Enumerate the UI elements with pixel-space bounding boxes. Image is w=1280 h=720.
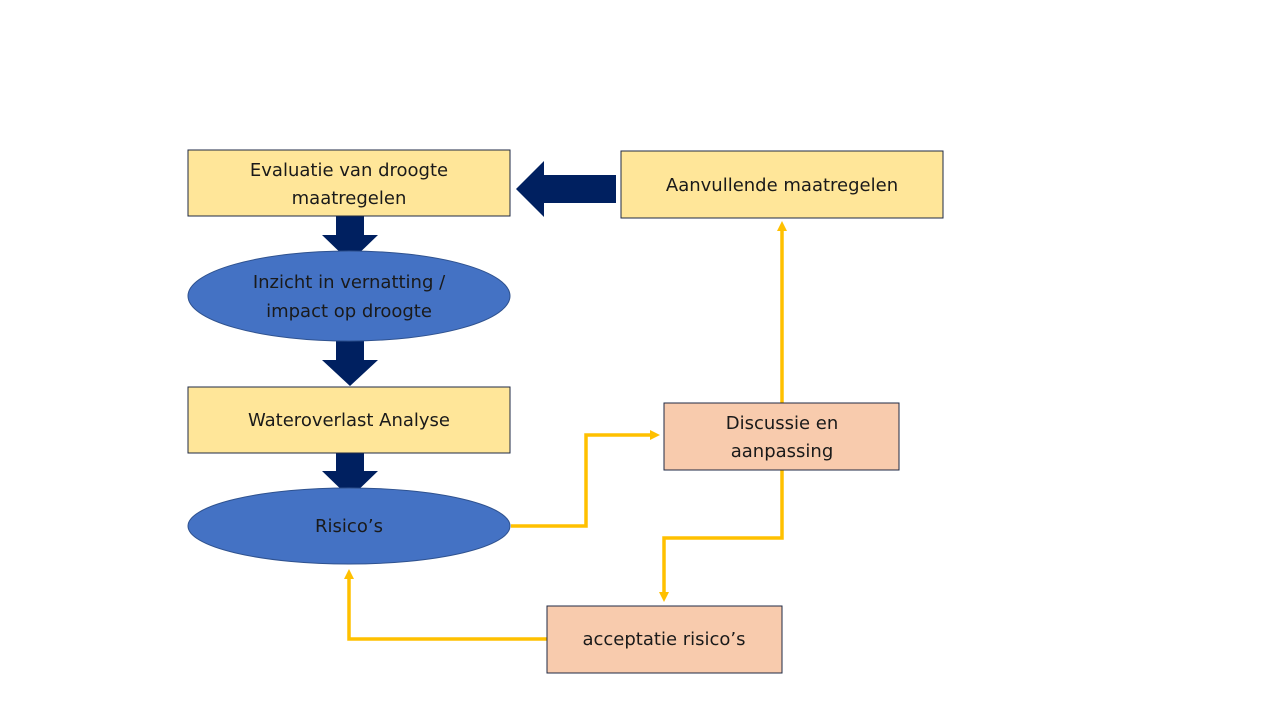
node-evaluatie-line-1: Evaluatie van droogte (250, 160, 448, 181)
node-aanvullende-line-1: Aanvullende maatregelen (666, 175, 898, 196)
block-arrow-wateroverlast-to-risicos (322, 453, 378, 498)
block-arrow-evaluatie-to-inzicht (322, 216, 378, 262)
node-risicos-line-1: Risico’s (315, 516, 383, 537)
node-inzicht: Inzicht in vernatting / impact op droogt… (187, 250, 511, 342)
node-discussie-line-2: aanpassing (731, 441, 834, 462)
node-wateroverlast: Wateroverlast Analyse (187, 386, 511, 454)
connector-acceptatie-to-risicos (344, 569, 547, 641)
connector-discussie-to-acceptatie (659, 470, 784, 602)
node-evaluatie: Evaluatie van droogte maatregelen (187, 149, 511, 217)
node-inzicht-line-2: impact op droogte (266, 301, 432, 322)
block-arrow-aanvullende-to-evaluatie (516, 161, 616, 217)
node-aanvullende: Aanvullende maatregelen (620, 150, 944, 219)
connector-risicos-to-discussie (511, 430, 660, 528)
node-acceptatie: acceptatie risico’s (546, 605, 783, 674)
node-inzicht-line-1: Inzicht in vernatting / (253, 272, 446, 293)
node-risicos: Risico’s (187, 487, 511, 565)
node-discussie: Discussie en aanpassing (663, 402, 900, 471)
node-discussie-line-1: Discussie en (726, 413, 839, 434)
node-acceptatie-line-1: acceptatie risico’s (582, 629, 745, 650)
node-wateroverlast-line-1: Wateroverlast Analyse (248, 410, 450, 431)
block-arrow-inzicht-to-wateroverlast (322, 341, 378, 386)
node-evaluatie-line-2: maatregelen (292, 188, 407, 209)
